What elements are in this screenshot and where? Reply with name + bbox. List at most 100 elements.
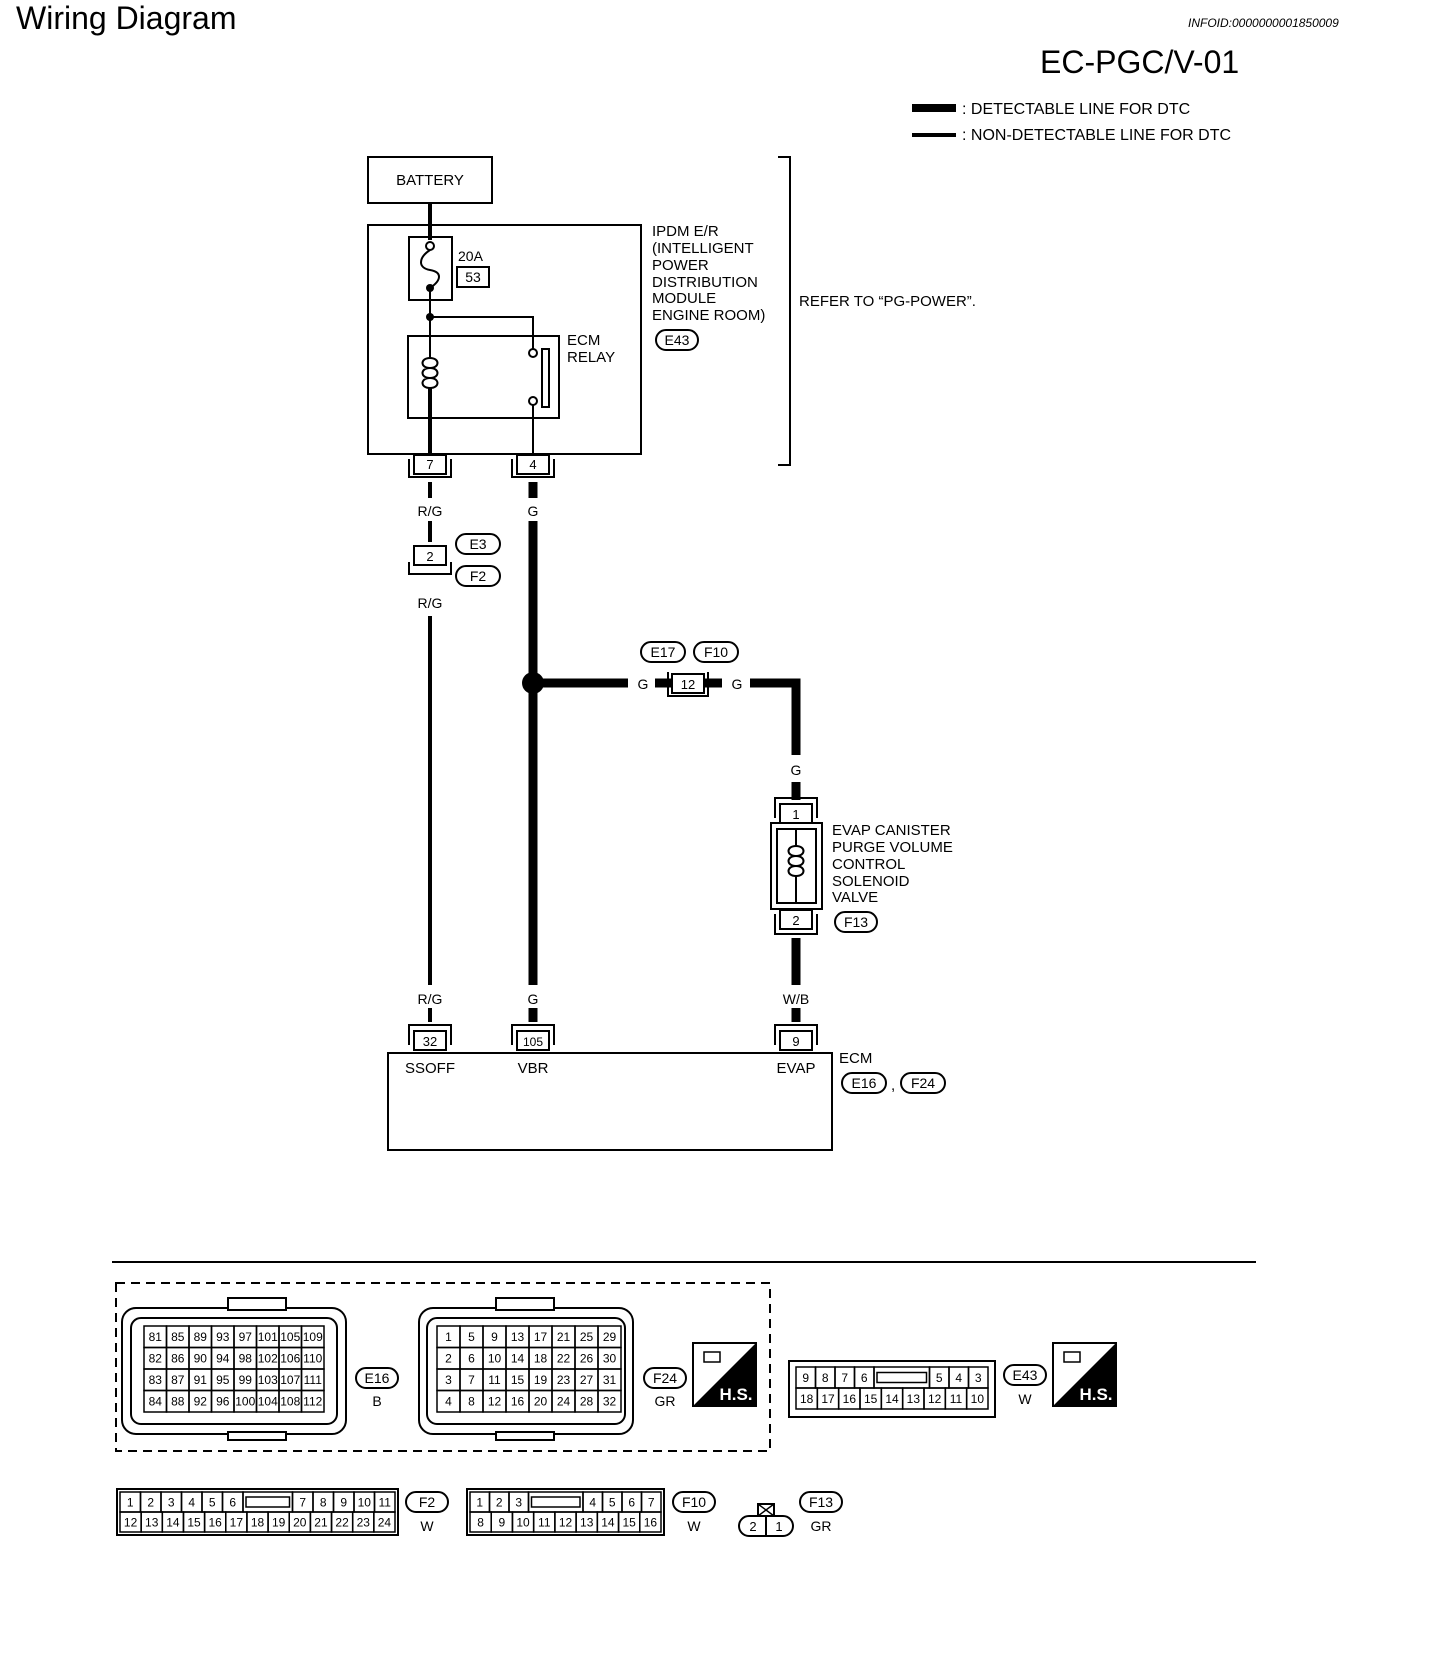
joint-e17-badge (640, 641, 686, 663)
wb-wire-label: W/B (783, 991, 809, 1007)
g-wire-label-1: G (528, 503, 539, 519)
rg-wire-label-2: R/G (418, 595, 443, 611)
e43-pin-number: 18 (800, 1392, 814, 1406)
e16-pin-number: 109 (303, 1330, 323, 1344)
e43-pin-number: 15 (864, 1392, 878, 1406)
fuse-element (420, 249, 440, 289)
e43-lock-tab (876, 1371, 928, 1384)
f13-key-cross-b (757, 1503, 775, 1517)
ecm-conn-separator: , (891, 1077, 895, 1094)
f2-lock-tab (245, 1496, 291, 1508)
e16-pin-number: 92 (194, 1395, 208, 1409)
f2-pin-number: 9 (340, 1495, 347, 1509)
legend-detectable-text: : DETECTABLE LINE FOR DTC (962, 101, 1190, 118)
e43-hs-icon (1063, 1351, 1081, 1363)
e16-pin-number: 87 (171, 1373, 185, 1387)
f2-pin-number: 11 (379, 1495, 392, 1509)
f24-pin-number: 19 (534, 1373, 548, 1387)
e43-hs-badge: H.S. (1052, 1342, 1117, 1407)
f10-id: F10 (682, 1494, 706, 1510)
f24-pin-number: 7 (468, 1373, 475, 1387)
f13-id-badge (799, 1491, 843, 1513)
e16-pin-number: 89 (194, 1330, 208, 1344)
f10-pin-number: 7 (648, 1495, 655, 1509)
f24-hs-triangle (693, 1343, 756, 1406)
fuse-terminal-top (425, 241, 435, 251)
f24-pin-number: 31 (603, 1373, 617, 1387)
evap-solenoid: 1 2 (770, 797, 823, 935)
ecm-box (387, 1052, 833, 1151)
pin-7-box (413, 454, 447, 475)
e16-pin-number: 93 (216, 1330, 230, 1344)
f2-pin-number: 23 (357, 1515, 371, 1529)
ecm-relay-box (407, 335, 560, 419)
e43-pin-number: 11 (950, 1392, 963, 1406)
ecm-terminal-9-name: EVAP (777, 1060, 816, 1077)
f24-pin-number: 16 (511, 1395, 525, 1409)
f2-lock-cell (242, 1491, 294, 1513)
f24-cell (597, 1389, 622, 1413)
ipdm-name-line-1: IPDM E/R (652, 223, 719, 240)
f2-pin-number: 18 (251, 1515, 265, 1529)
ecm-terminal-9-box (779, 1030, 813, 1051)
g-wire-label-3: G (528, 991, 539, 1007)
e43-pin-number: 4 (955, 1371, 962, 1385)
f24-pin-number: 27 (580, 1373, 594, 1387)
joint-f2-badge (455, 565, 501, 587)
e43-color: W (1018, 1391, 1032, 1407)
e16-pin-number: 103 (258, 1373, 278, 1387)
ecm-terminal-105-name: VBR (518, 1060, 549, 1077)
e16-pin-number: 106 (280, 1352, 300, 1366)
e16-pin-number: 96 (216, 1395, 230, 1409)
ecm-conn-b: F24 (911, 1075, 935, 1091)
f24-pin-number: 28 (580, 1395, 594, 1409)
joint-e17-pin: 12 (681, 677, 695, 692)
page-title: Wiring Diagram (16, 0, 237, 36)
f2-pin-number: 12 (124, 1515, 138, 1529)
relay-switch-feed-wire (430, 316, 534, 350)
joint-e3-pin-box (413, 545, 447, 566)
f24-pin-number: 13 (511, 1330, 525, 1344)
ecm-terminal-32-pin: 32 (423, 1034, 437, 1049)
ecm-relay-label-2: RELAY (567, 349, 615, 366)
f2-pin-number: 24 (378, 1515, 392, 1529)
e16-pin-number: 85 (171, 1330, 185, 1344)
joint-e3-housing (408, 562, 452, 575)
solenoid-pin-2: 2 (792, 913, 799, 928)
ecm-conn-b-badge (900, 1072, 946, 1094)
relay-contact-top (528, 348, 538, 358)
f24-pin-number: 20 (534, 1395, 548, 1409)
relay-contact-bottom (528, 396, 538, 406)
ecm-terminal-9-housing (774, 1024, 818, 1045)
ecm-terminal-9: 9 EVAP (774, 1024, 818, 1077)
f24-key-top (495, 1297, 555, 1311)
rg-wire-label-1: R/G (418, 503, 443, 519)
e16-pin-number: 101 (258, 1330, 278, 1344)
fuse-rating: 20A (458, 248, 484, 264)
e16-pin-number: 107 (280, 1373, 300, 1387)
e43-hs-triangle (1053, 1343, 1116, 1406)
e16-pin-number: 99 (239, 1373, 253, 1387)
f2-id: F2 (419, 1494, 436, 1510)
joint-connector-e17-f10: 12 E17 F10 (640, 641, 739, 697)
f24-pin-number: 30 (603, 1352, 617, 1366)
e16-pin-number: 88 (171, 1395, 185, 1409)
solenoid-pin-2-box (779, 909, 813, 930)
f2-pin-number: 16 (209, 1515, 223, 1529)
e43-lock-cell (873, 1366, 931, 1389)
joint-e3-pin: 2 (426, 549, 433, 564)
f2-housing (116, 1488, 399, 1536)
f10-id-badge (672, 1491, 716, 1513)
f2-pin-number: 1 (127, 1495, 134, 1509)
ecm-label: ECM (839, 1050, 872, 1067)
e43-pin-number: 10 (971, 1392, 985, 1406)
f10-lock-cell (527, 1491, 584, 1513)
solenoid-connector-badge (834, 911, 878, 933)
e43-pin-number: 16 (843, 1392, 857, 1406)
f10-pin-number: 13 (580, 1515, 594, 1529)
f24-pin-number: 15 (511, 1373, 525, 1387)
